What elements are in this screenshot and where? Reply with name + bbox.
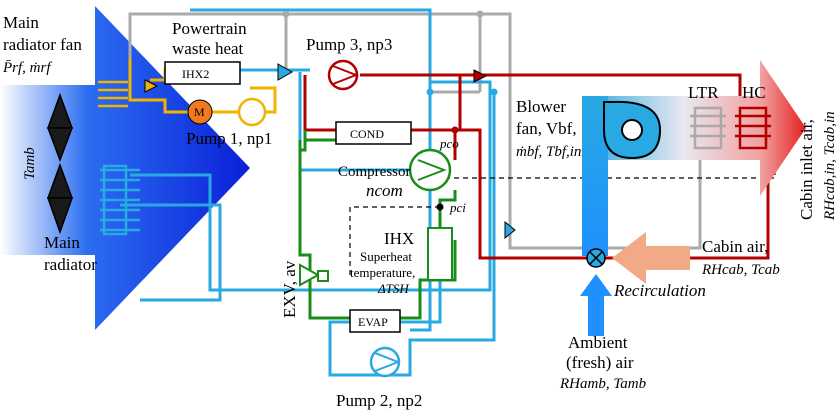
blower-label-line1: Blower [516,97,566,116]
superheat-label-line2: temperature, [350,265,415,280]
radiator-label-line2: radiator [44,255,97,274]
compressor-label-line1: Compressor [338,164,411,180]
evap-box [349,309,401,333]
cabin-inlet-label-line1: Cabin inlet air, [797,119,816,220]
powertrain-label-line2: waste heat [172,39,244,58]
blower-fan-icon [603,100,662,160]
p-ci-label: pci [449,200,466,215]
fan-blades-icon [46,92,74,235]
evap-label: EVAP [358,315,388,329]
ambient-label-line1: Ambient [568,333,628,352]
cond-box [335,121,412,145]
pump2-arrow-icon [374,352,401,372]
pump1-motor-icon [187,99,213,125]
exv-label: EXV, av [280,260,299,318]
blower-label-line2: fan, Vbf, [516,119,577,138]
fan-coils [98,80,128,108]
exv-valve-icon [299,263,321,287]
radiator-label-line1: Main [44,233,80,252]
blower-label-line3: ṁbf, Tbf,in [516,144,581,160]
cabin-recirc-arrow [612,232,690,284]
pump1-label: Pump 1, np1 [186,129,272,148]
ambient-label-line2: (fresh) air [566,353,634,372]
fan-label-line1: Main [3,13,39,32]
pump1-icon [237,97,267,127]
ltr-label: LTR [688,83,719,102]
pump1-motor-label: M [194,105,205,119]
exv-sensor-icon [317,270,329,282]
cabin-air-label-line2: RHcab, Tcab [701,262,780,278]
ihx-box [427,227,453,281]
recirculation-label: Recirculation [613,281,706,300]
t-amb-label: Tamb [22,147,38,180]
fan-label-line2: radiator fan [3,35,82,54]
bypass-lines [128,12,702,250]
ihx-label: IHX [384,229,414,248]
pump3-label: Pump 3, np3 [306,35,392,54]
pump3-arrow-icon [332,65,359,85]
pump3-icon [327,59,359,91]
cond-label: COND [350,127,384,141]
hc-label: HC [742,83,766,102]
superheat-label-line3: ΔTSH [377,281,409,296]
p-co-label: pco [439,136,459,151]
superheat-label-line1: Superheat [360,249,412,264]
ihx2-label: IHX2 [182,67,209,81]
three-way-valve-icons [144,63,516,240]
fan-symbols: P̄rf, ṁrf [2,60,52,76]
cabin-inlet-label-line2: RHcab,in, Tcab,in [822,111,838,221]
pump2-icon [369,346,401,378]
ambient-label-line3: RHamb, Tamb [559,376,647,392]
compressor-arrow-icon [417,159,447,181]
powertrain-label-line1: Powertrain [172,19,247,38]
pump2-label: Pump 2, np2 [336,391,422,410]
main-radiator-coils [100,164,140,236]
damper-blade-icon [589,251,603,265]
ltr-coil [690,106,726,150]
cabin-air-label-line1: Cabin air, [702,237,768,256]
compressor-label-line2: ncom [366,181,403,200]
hc-coil [735,106,771,150]
ihx2-box [164,61,241,85]
ambient-air-arrow [580,274,612,336]
